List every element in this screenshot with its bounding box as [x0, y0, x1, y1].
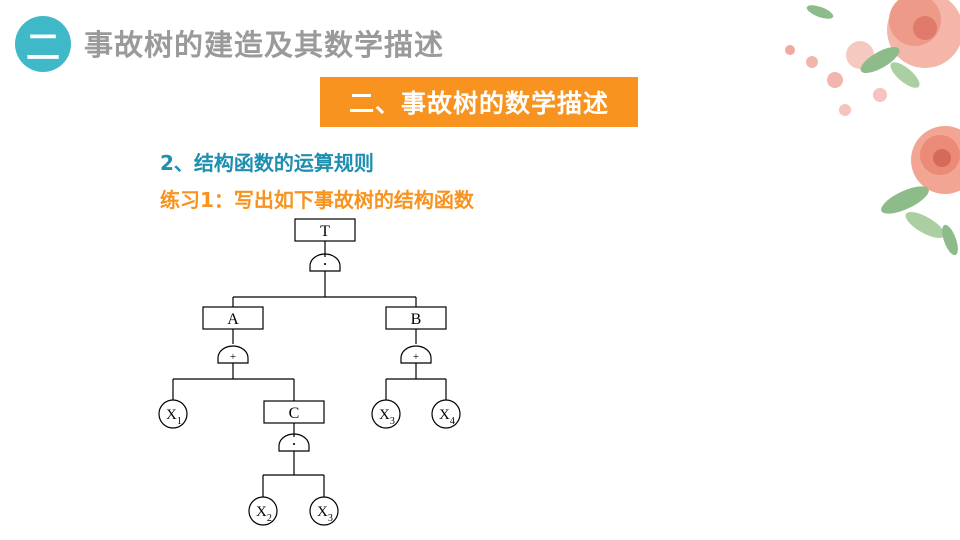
exercise-prompt: 练习1：写出如下事故树的结构函数: [160, 188, 474, 212]
basic-event-x3: [371, 399, 401, 429]
event-label-b: B: [411, 311, 422, 328]
event-label-c: C: [289, 405, 300, 422]
or-gate-a: [217, 345, 249, 364]
flower-top-right: [785, 0, 960, 116]
basic-event-x2: [248, 496, 278, 526]
gate-symbol-b: +: [413, 351, 419, 363]
section-number-badge: 二: [15, 16, 71, 72]
gate-symbol-a: +: [230, 351, 236, 363]
or-gate-b: [400, 345, 432, 364]
flower-right: [881, 126, 960, 256]
event-label-t: T: [320, 223, 330, 240]
basic-label-x4: X4: [439, 407, 455, 427]
basic-event-x3-lower: [309, 496, 339, 526]
basic-event-x4: [431, 399, 461, 429]
section-banner: 二、事故树的数学描述: [320, 77, 638, 127]
gate-symbol-top: ·: [323, 256, 327, 271]
basic-label-x2: X2: [256, 504, 272, 524]
and-gate-c: [278, 433, 310, 452]
subtitle: 2、结构函数的运算规则: [160, 151, 374, 175]
event-label-a: A: [227, 311, 239, 328]
and-gate-top: [309, 253, 341, 272]
gate-symbol-c: ·: [292, 436, 296, 451]
basic-event-x1: [158, 399, 188, 429]
basic-label-x3: X3: [379, 407, 395, 427]
page-title: 事故树的建造及其数学描述: [84, 28, 445, 62]
basic-label-x1: X1: [166, 407, 182, 427]
basic-label-x3-lower: X3: [317, 504, 333, 524]
